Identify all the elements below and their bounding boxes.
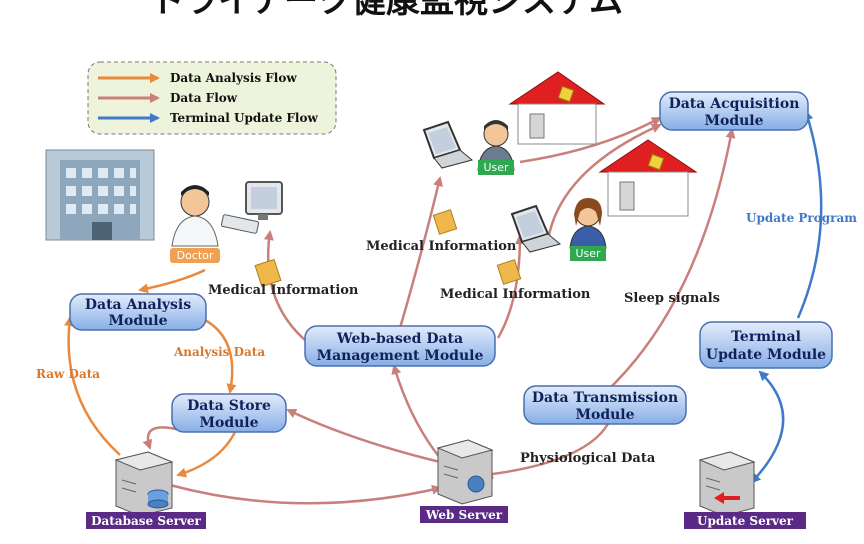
house-icon (598, 139, 698, 217)
hospital-icon (45, 149, 155, 241)
laptop-icon (422, 120, 474, 169)
computer-icon (221, 181, 283, 234)
web-based-module: Web-based Data Management Module (304, 325, 496, 367)
web-server: Web Server (420, 439, 508, 523)
folder-icon (432, 209, 458, 235)
raw-data-label: Raw Data (36, 367, 100, 381)
page-title: トライアーク健康監視システム (150, 0, 623, 21)
data-acquisition-line2: Module (704, 113, 763, 129)
legend-item-data: Data Flow (170, 91, 238, 105)
terminal-update-line2: Update Module (706, 347, 826, 363)
physiological-data-label: Physiological Data (520, 451, 656, 466)
database-server-label: Database Server (91, 514, 201, 528)
medical-info-left-label: Medical Information (208, 283, 359, 298)
analysis-data-label: Analysis Data (173, 345, 265, 359)
flow-arrows (64, 110, 823, 505)
web-server-label: Web Server (425, 508, 503, 522)
terminal-update-module: Terminal Update Module (699, 321, 833, 369)
update-server-label: Update Server (697, 514, 794, 528)
house-icon (508, 71, 606, 145)
user-icon: User (569, 198, 607, 261)
database-server: Database Server (86, 451, 206, 529)
web-based-line2: Management Module (317, 348, 484, 364)
user1-label: User (483, 161, 509, 174)
legend-item-update: Terminal Update Flow (170, 111, 318, 125)
user-icon: User (477, 120, 515, 175)
data-transmission-line1: Data Transmission (532, 390, 678, 406)
data-store-line2: Module (199, 415, 258, 431)
server-icon (698, 451, 756, 517)
data-acquisition-module: Data Acquisition Module (659, 91, 809, 131)
folder-icon (254, 258, 282, 288)
web-based-line1: Web-based Data (336, 331, 463, 347)
user2-label: User (575, 247, 601, 260)
data-transmission-module: Data Transmission Module (523, 385, 687, 425)
legend-item-analysis: Data Analysis Flow (170, 71, 297, 85)
laptop-icon (510, 204, 562, 253)
sleep-signals-label: Sleep signals (624, 291, 720, 306)
update-program-label: Update Program (746, 211, 857, 225)
medical-info-top-label: Medical Information (366, 239, 517, 254)
server-icon (114, 451, 174, 517)
doctor-label: Doctor (177, 249, 214, 262)
server-icon (436, 439, 494, 505)
data-store-line1: Data Store (187, 398, 271, 414)
data-transmission-line2: Module (575, 407, 634, 423)
legend: Data Analysis Flow Data Flow Terminal Up… (87, 61, 337, 135)
folder-icon (496, 259, 522, 285)
medical-info-mid-label: Medical Information (440, 287, 591, 302)
data-analysis-line2: Module (108, 313, 167, 329)
data-store-module: Data Store Module (171, 393, 287, 433)
update-server: Update Server (684, 451, 806, 529)
data-analysis-module: Data Analysis Module (69, 293, 207, 331)
doctor-icon: Doctor (170, 185, 220, 263)
data-analysis-line1: Data Analysis (85, 297, 191, 313)
data-acquisition-line1: Data Acquisition (669, 96, 800, 112)
terminal-update-line1: Terminal (731, 329, 801, 345)
